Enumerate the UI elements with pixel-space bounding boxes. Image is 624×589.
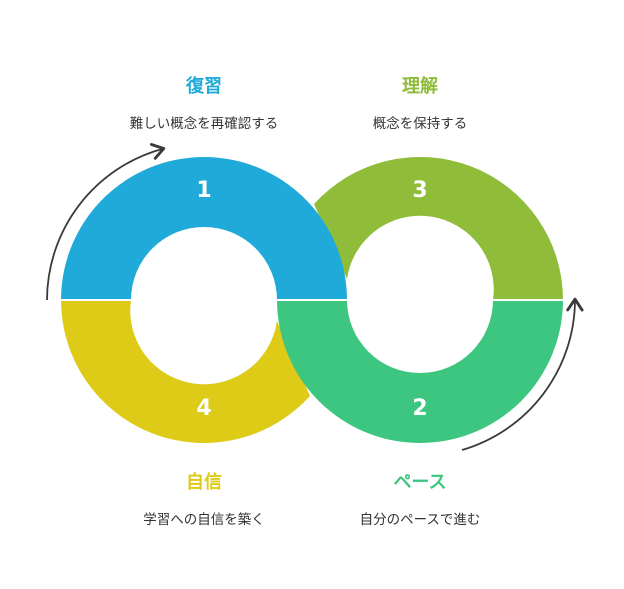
label-understand-title: 理解 bbox=[402, 76, 438, 97]
label-review-title: 復習 bbox=[186, 76, 222, 97]
label-pace-title: ペース bbox=[393, 472, 447, 493]
segment-number-4: 4 bbox=[196, 396, 212, 421]
segment-number-2: 2 bbox=[412, 396, 428, 421]
segment-3-olive bbox=[314, 156, 563, 300]
segment-number-1: 1 bbox=[196, 178, 212, 203]
label-confidence-title: 自信 bbox=[186, 472, 222, 493]
label-review-description: 難しい概念を再確認する bbox=[129, 116, 279, 132]
label-pace: ペース 自分のペースで進む bbox=[310, 468, 530, 528]
label-confidence: 自信 学習への自信を築く bbox=[94, 468, 314, 528]
segment-2-green bbox=[277, 291, 563, 443]
label-understand: 理解 概念を保持する bbox=[310, 72, 530, 132]
arrow-top-left bbox=[46, 143, 166, 301]
label-review: 復習 難しい概念を再確認する bbox=[94, 72, 314, 132]
label-understand-description: 概念を保持する bbox=[372, 116, 468, 132]
label-pace-description: 自分のペースで進む bbox=[359, 512, 481, 528]
label-confidence-description: 学習への自信を築く bbox=[143, 512, 265, 528]
segment-4-yellow bbox=[60, 300, 310, 444]
segment-1-blue bbox=[61, 157, 347, 300]
segment-number-3: 3 bbox=[412, 178, 428, 203]
arrow-bottom-right bbox=[461, 297, 584, 451]
